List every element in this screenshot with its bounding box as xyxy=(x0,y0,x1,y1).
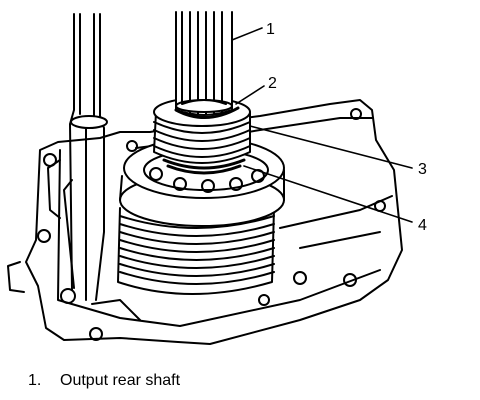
callout-3: 3 xyxy=(418,161,427,178)
callout-1: 1 xyxy=(266,21,275,38)
callout-2: 2 xyxy=(268,75,277,92)
legend-number: 1. xyxy=(28,372,42,389)
leader-line-4 xyxy=(243,165,413,223)
legend-item-1: 1. Output rear shaft xyxy=(28,372,180,390)
leader-line-1 xyxy=(231,27,263,41)
transmission-diagram: 1 2 3 4 xyxy=(7,11,427,345)
snap-ring xyxy=(174,106,240,120)
leader-line-2 xyxy=(235,85,265,105)
legend-text: Output rear shaft xyxy=(60,372,181,389)
leader-lines xyxy=(231,27,413,223)
callout-4: 4 xyxy=(418,217,427,234)
clutch-pack xyxy=(117,207,275,295)
tube xyxy=(63,13,108,301)
leader-line-3 xyxy=(249,125,413,169)
output-rear-shaft xyxy=(175,11,233,116)
